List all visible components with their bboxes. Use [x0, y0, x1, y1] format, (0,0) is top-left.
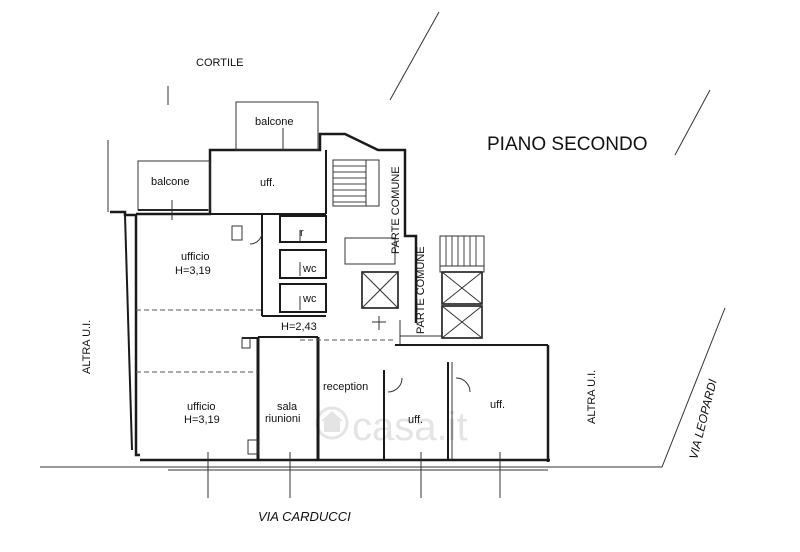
stair-upper [332, 159, 396, 265]
neighbor-label-right: ALTRA U.I. [586, 370, 598, 424]
elevator-upper [361, 271, 399, 330]
via-leopardi-edge [580, 307, 726, 468]
room-label-reception: reception [323, 381, 368, 393]
room-height-office-upper: H=3,19 [175, 265, 211, 277]
room-label-wc-2: wc [302, 293, 317, 305]
plan-title: PIANO SECONDO [487, 134, 647, 155]
room-label-wc-1: wc [302, 263, 317, 275]
ceiling-height-label: H=2,43 [281, 321, 317, 333]
balcony-left [137, 160, 211, 211]
courtyard-label: CORTILE [196, 57, 243, 69]
common-area-label-1: PARTE COMUNE [390, 166, 402, 254]
stair-right [439, 235, 485, 273]
room-label-office-upper: ufficio [181, 251, 210, 263]
casa-watermark: casa.it [315, 405, 468, 449]
room-label-balcony-top: balcone [255, 116, 294, 128]
street-label-leopardi: VIA LEOPARDI [686, 377, 720, 461]
room-label-balcony-left: balcone [151, 176, 190, 188]
door-swings [249, 230, 471, 393]
window-ticks [167, 86, 501, 498]
watermark-text: casa.it [352, 405, 468, 449]
room-label-storage: r [300, 227, 304, 239]
room-label-office-lower: ufficio [187, 401, 216, 413]
neighbor-label-left: ALTRA U.I. [81, 320, 93, 374]
column-fixture [247, 439, 259, 455]
room-height-office-lower: H=3,19 [184, 414, 220, 426]
room-label-meeting-2: riunioni [265, 413, 300, 425]
interior-walls [210, 150, 453, 460]
room-label-office-right: uff. [490, 399, 505, 411]
courtyard-boundary-right [674, 89, 711, 156]
room-label-office-center: uff. [408, 414, 423, 426]
balcony-top [235, 101, 319, 151]
room-label-meeting-1: sala [277, 401, 298, 413]
courtyard-boundary-diagonal [389, 11, 440, 101]
street-label-carducci: VIA CARDUCCI [258, 509, 351, 524]
elevator-right [399, 271, 483, 345]
common-area-label-2: PARTE COMUNE [415, 246, 427, 334]
cabinet-fixture [231, 225, 243, 241]
room-label-office-top: uff. [260, 177, 275, 189]
